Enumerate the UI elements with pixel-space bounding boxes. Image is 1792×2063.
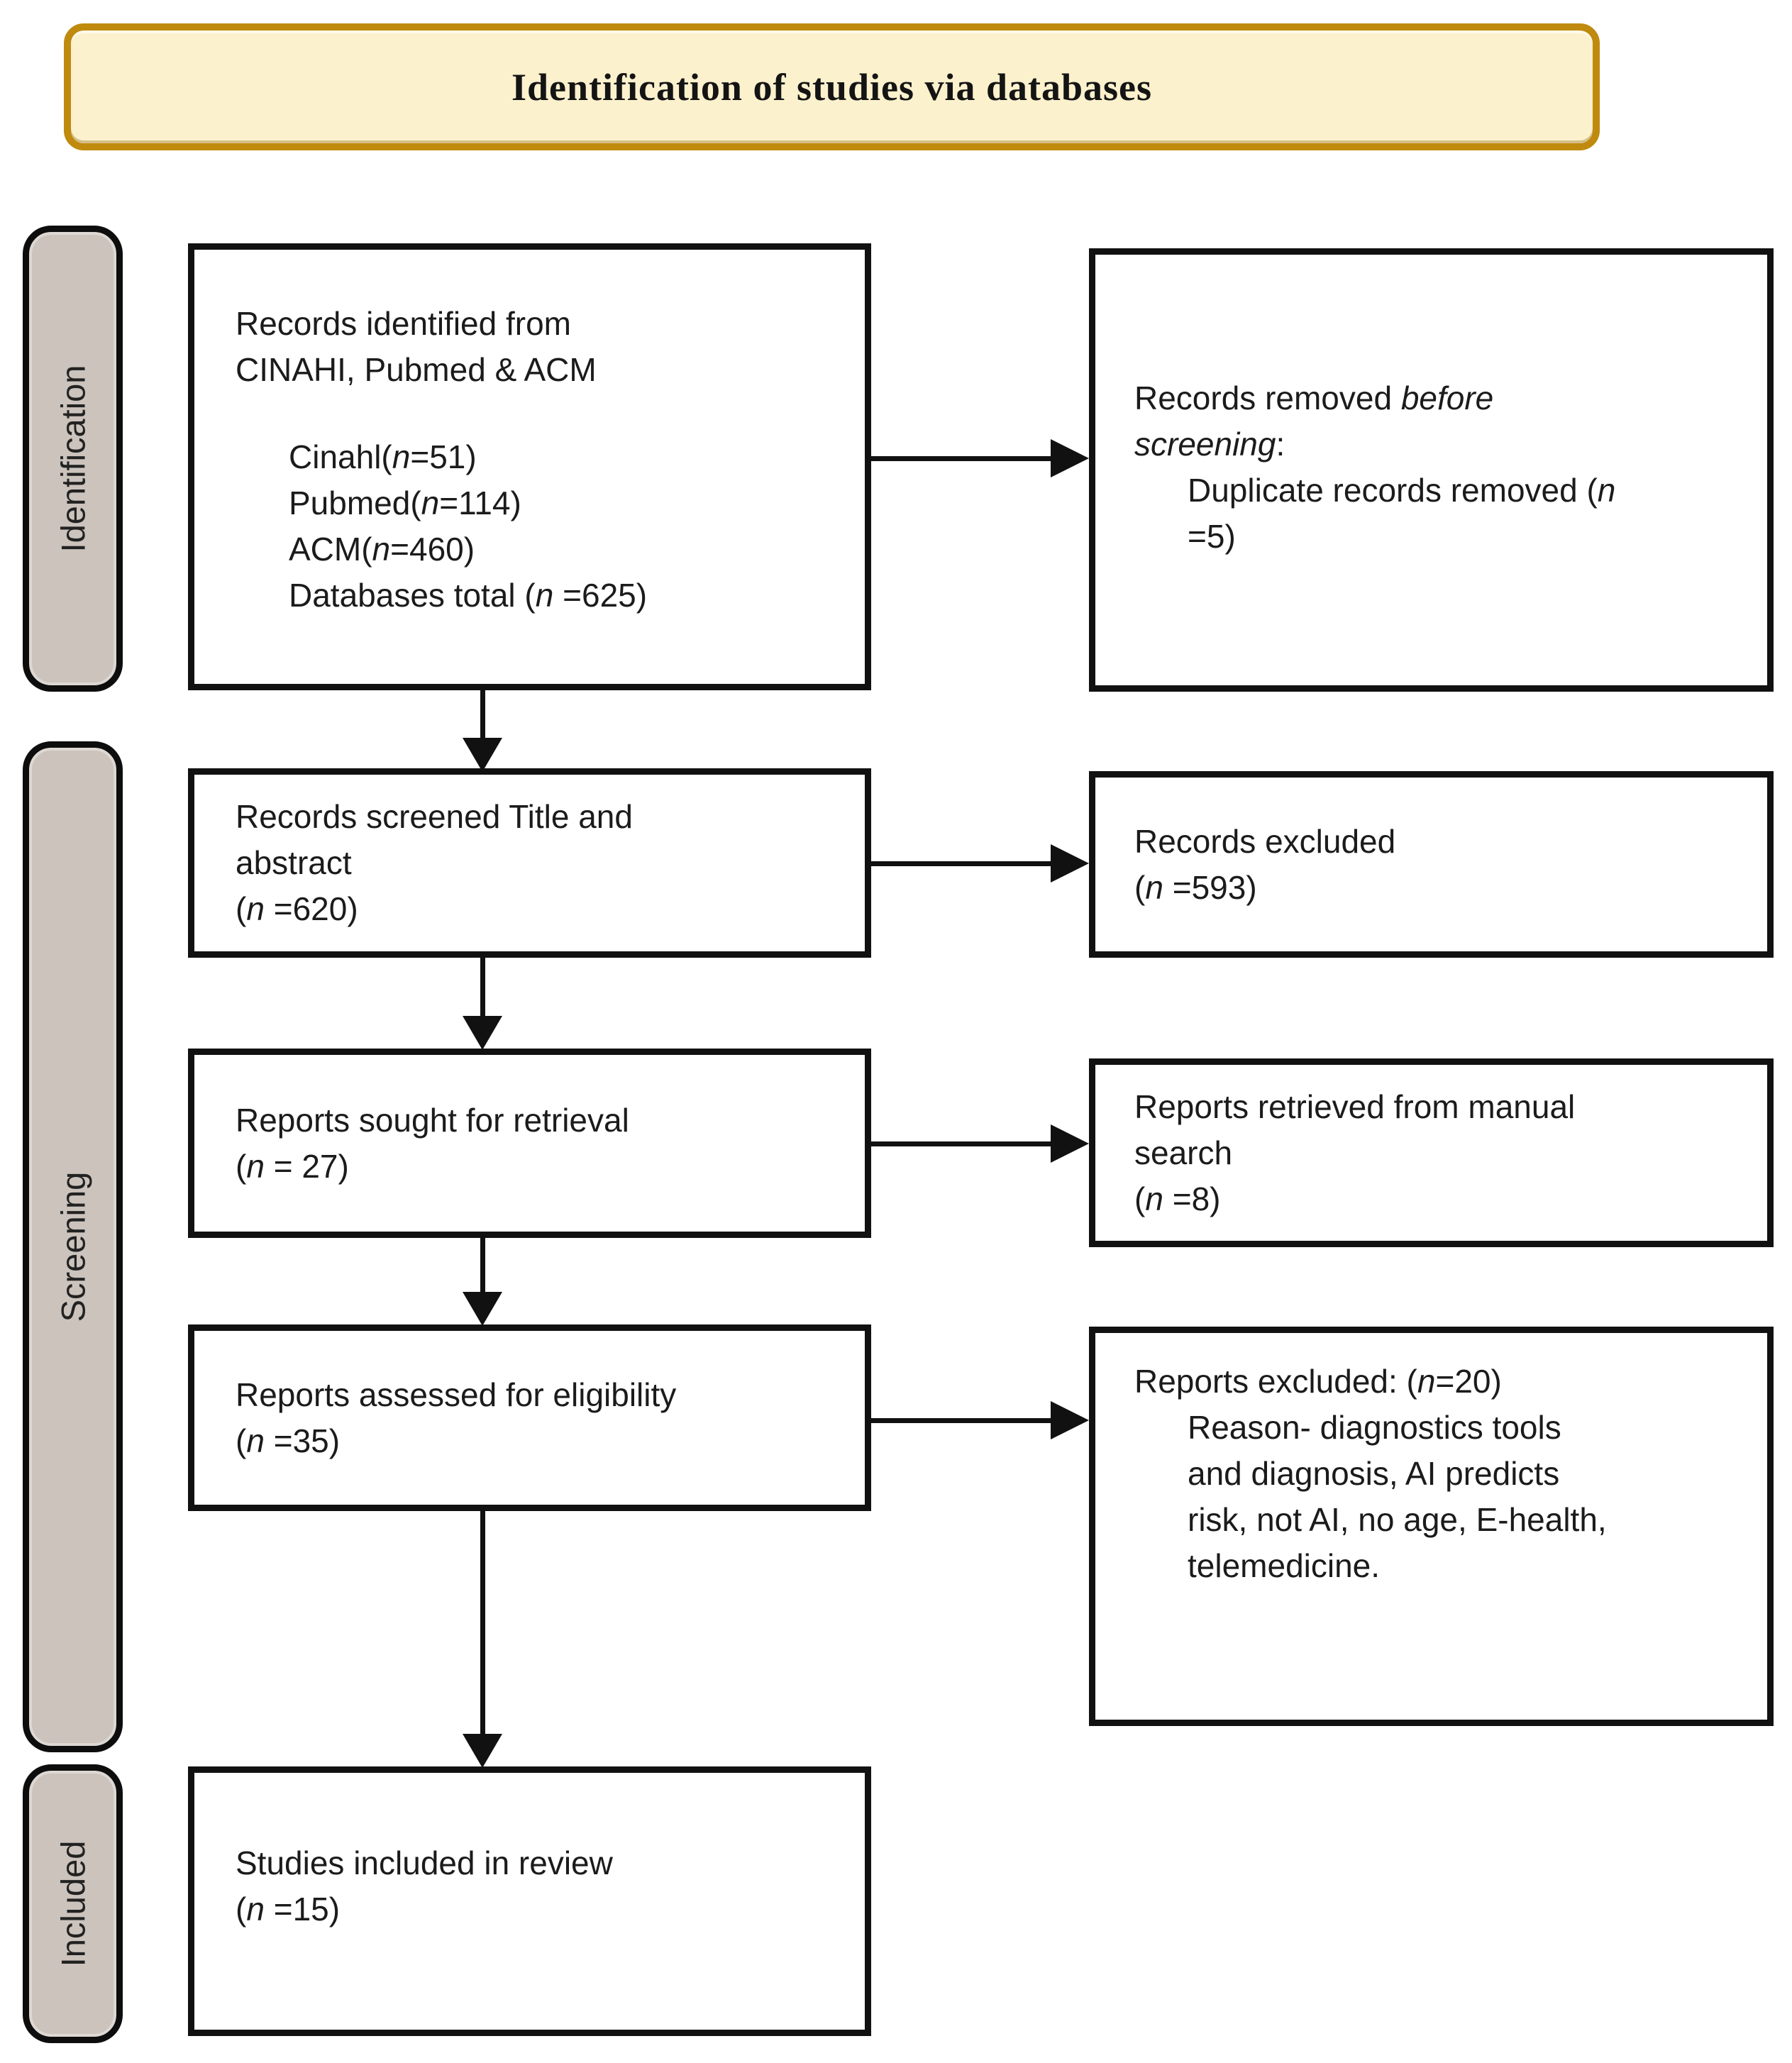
flow-box-studies-included: Studies included in review (n =15)	[188, 1766, 871, 2036]
box-text-line: (n =620)	[236, 890, 358, 927]
box-text-line: Databases total (n =625)	[289, 577, 648, 614]
stage-bar-included: Included	[23, 1764, 123, 2043]
flow-box-records-removed-before-screening: Records removed before screening: Duplicat…	[1089, 248, 1774, 692]
box-text-line: (n =8)	[1134, 1180, 1221, 1217]
box-text-line: Reports excluded: (n=20)	[1134, 1363, 1502, 1400]
box-text-line	[236, 393, 851, 434]
arrow-line	[871, 1418, 1055, 1423]
flow-box-reports-sought: Reports sought for retrieval (n = 27)	[188, 1049, 871, 1238]
box-text-line: Records screened Title and	[236, 798, 633, 835]
box-text-line: CINAHI, Pubmed & ACM	[236, 351, 597, 388]
arrow-down-icon	[463, 1292, 502, 1326]
box-text-line: Records excluded	[1134, 822, 1396, 860]
box-text-line: (n =593)	[1134, 868, 1257, 906]
arrow-right-icon	[1051, 1401, 1089, 1439]
arrow-down-icon	[463, 1734, 502, 1768]
box-text-line: =5)	[1188, 518, 1236, 555]
box-text-line: Records identified from	[236, 305, 571, 342]
arrow-line	[480, 958, 485, 1016]
arrow-down-icon	[463, 1016, 502, 1050]
box-text-line: Reports sought for retrieval	[236, 1101, 629, 1139]
flow-box-records-excluded: Records excluded (n =593)	[1089, 771, 1774, 958]
stage-bar-screening: Screening	[23, 741, 123, 1752]
box-text-line: telemedicine.	[1188, 1547, 1381, 1584]
title-banner: Identification of studies via databases	[64, 23, 1600, 150]
flow-box-reports-excluded: Reports excluded: (n=20) Reason- diagnost…	[1089, 1327, 1774, 1726]
arrow-line	[871, 456, 1055, 461]
box-text-line: screening:	[1134, 426, 1285, 463]
arrow-down-icon	[463, 738, 502, 772]
box-text-line: Cinahl(n=51)	[289, 438, 477, 475]
stage-bar-identification: Identification	[23, 226, 123, 692]
flow-box-reports-manual-search: Reports retrieved from manual search (n =8…	[1089, 1058, 1774, 1247]
stage-label-included: Included	[54, 1840, 92, 1967]
box-text-line: Pubmed(n=114)	[289, 485, 521, 521]
box-text-line: (n = 27)	[236, 1147, 349, 1185]
arrow-right-icon	[1051, 1124, 1089, 1163]
arrow-right-icon	[1051, 439, 1089, 477]
box-text-line: risk, not AI, no age, E-health,	[1188, 1501, 1607, 1538]
box-text-line: (n =35)	[236, 1422, 341, 1459]
box-text-line: (n =15)	[236, 1891, 341, 1928]
stage-label-screening: Screening	[54, 1171, 92, 1322]
arrow-line	[871, 1141, 1055, 1146]
arrow-line	[480, 1238, 485, 1292]
box-text-line: Reports retrieved from manual	[1134, 1088, 1576, 1125]
arrow-line	[480, 1511, 485, 1734]
arrow-line	[480, 690, 485, 738]
box-text-line: ACM(n=460)	[289, 531, 475, 568]
box-text-line: Records removed before	[1134, 380, 1494, 416]
flow-box-records-screened: Records screened Title and abstract (n =62…	[188, 768, 871, 958]
box-text-line: abstract	[236, 844, 352, 881]
box-text-line: Studies included in review	[236, 1844, 613, 1881]
box-text-line: Duplicate records removed (n	[1188, 472, 1616, 509]
stage-label-identification: Identification	[54, 365, 92, 553]
flow-box-reports-assessed: Reports assessed for eligibility (n =35)	[188, 1324, 871, 1511]
arrow-right-icon	[1051, 844, 1089, 883]
box-text-line: Reason- diagnostics tools	[1188, 1409, 1561, 1446]
box-text-line: and diagnosis, AI predicts	[1188, 1455, 1560, 1492]
arrow-line	[871, 861, 1055, 866]
diagram-title: Identification of studies via databases	[511, 65, 1153, 109]
box-text-line: Reports assessed for eligibility	[236, 1376, 677, 1413]
box-text-line: search	[1134, 1134, 1233, 1171]
